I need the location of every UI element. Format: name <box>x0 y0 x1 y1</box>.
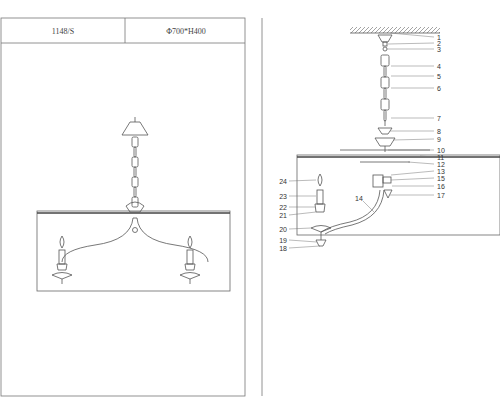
chain-link <box>134 147 136 157</box>
callout-number: 12 <box>437 161 445 168</box>
chain-link <box>134 187 136 197</box>
callout-number: 2 <box>437 40 441 47</box>
callout-number: 21 <box>279 212 287 219</box>
callout-number: 3 <box>437 46 441 53</box>
chain-link <box>132 137 138 147</box>
table-cell: 1148/S <box>52 27 74 36</box>
chain-link <box>134 167 136 177</box>
callout-number: 24 <box>279 178 287 185</box>
callout-number: 8 <box>437 128 441 135</box>
callout-number: 15 <box>437 175 445 182</box>
callout-number: 17 <box>437 192 445 199</box>
callout-number: 14 <box>355 195 363 202</box>
table-cell: Φ700*H400 <box>166 27 206 36</box>
callout-number: 10 <box>437 147 445 154</box>
chain-link <box>384 110 386 121</box>
callout-number: 16 <box>437 183 445 190</box>
chain-link <box>381 55 389 66</box>
callout-number: 18 <box>279 245 287 252</box>
callout-number: 5 <box>437 73 441 80</box>
callout-number: 4 <box>437 63 441 70</box>
chain-link <box>381 99 389 110</box>
chain-link <box>132 177 138 187</box>
chain-link <box>384 66 386 77</box>
callout-number: 6 <box>437 85 441 92</box>
chain-link <box>384 88 386 99</box>
chain-link <box>381 77 389 88</box>
chain-link <box>132 157 138 167</box>
callout-number: 1 <box>437 34 441 41</box>
callout-number: 19 <box>279 237 287 244</box>
callout-number: 11 <box>437 154 444 161</box>
callout-number: 22 <box>279 204 287 211</box>
callout-number: 9 <box>437 136 441 143</box>
callout-number: 23 <box>279 193 287 200</box>
callout-number: 7 <box>437 115 441 122</box>
callout-number: 13 <box>437 168 445 175</box>
callout-number: 20 <box>279 226 287 233</box>
